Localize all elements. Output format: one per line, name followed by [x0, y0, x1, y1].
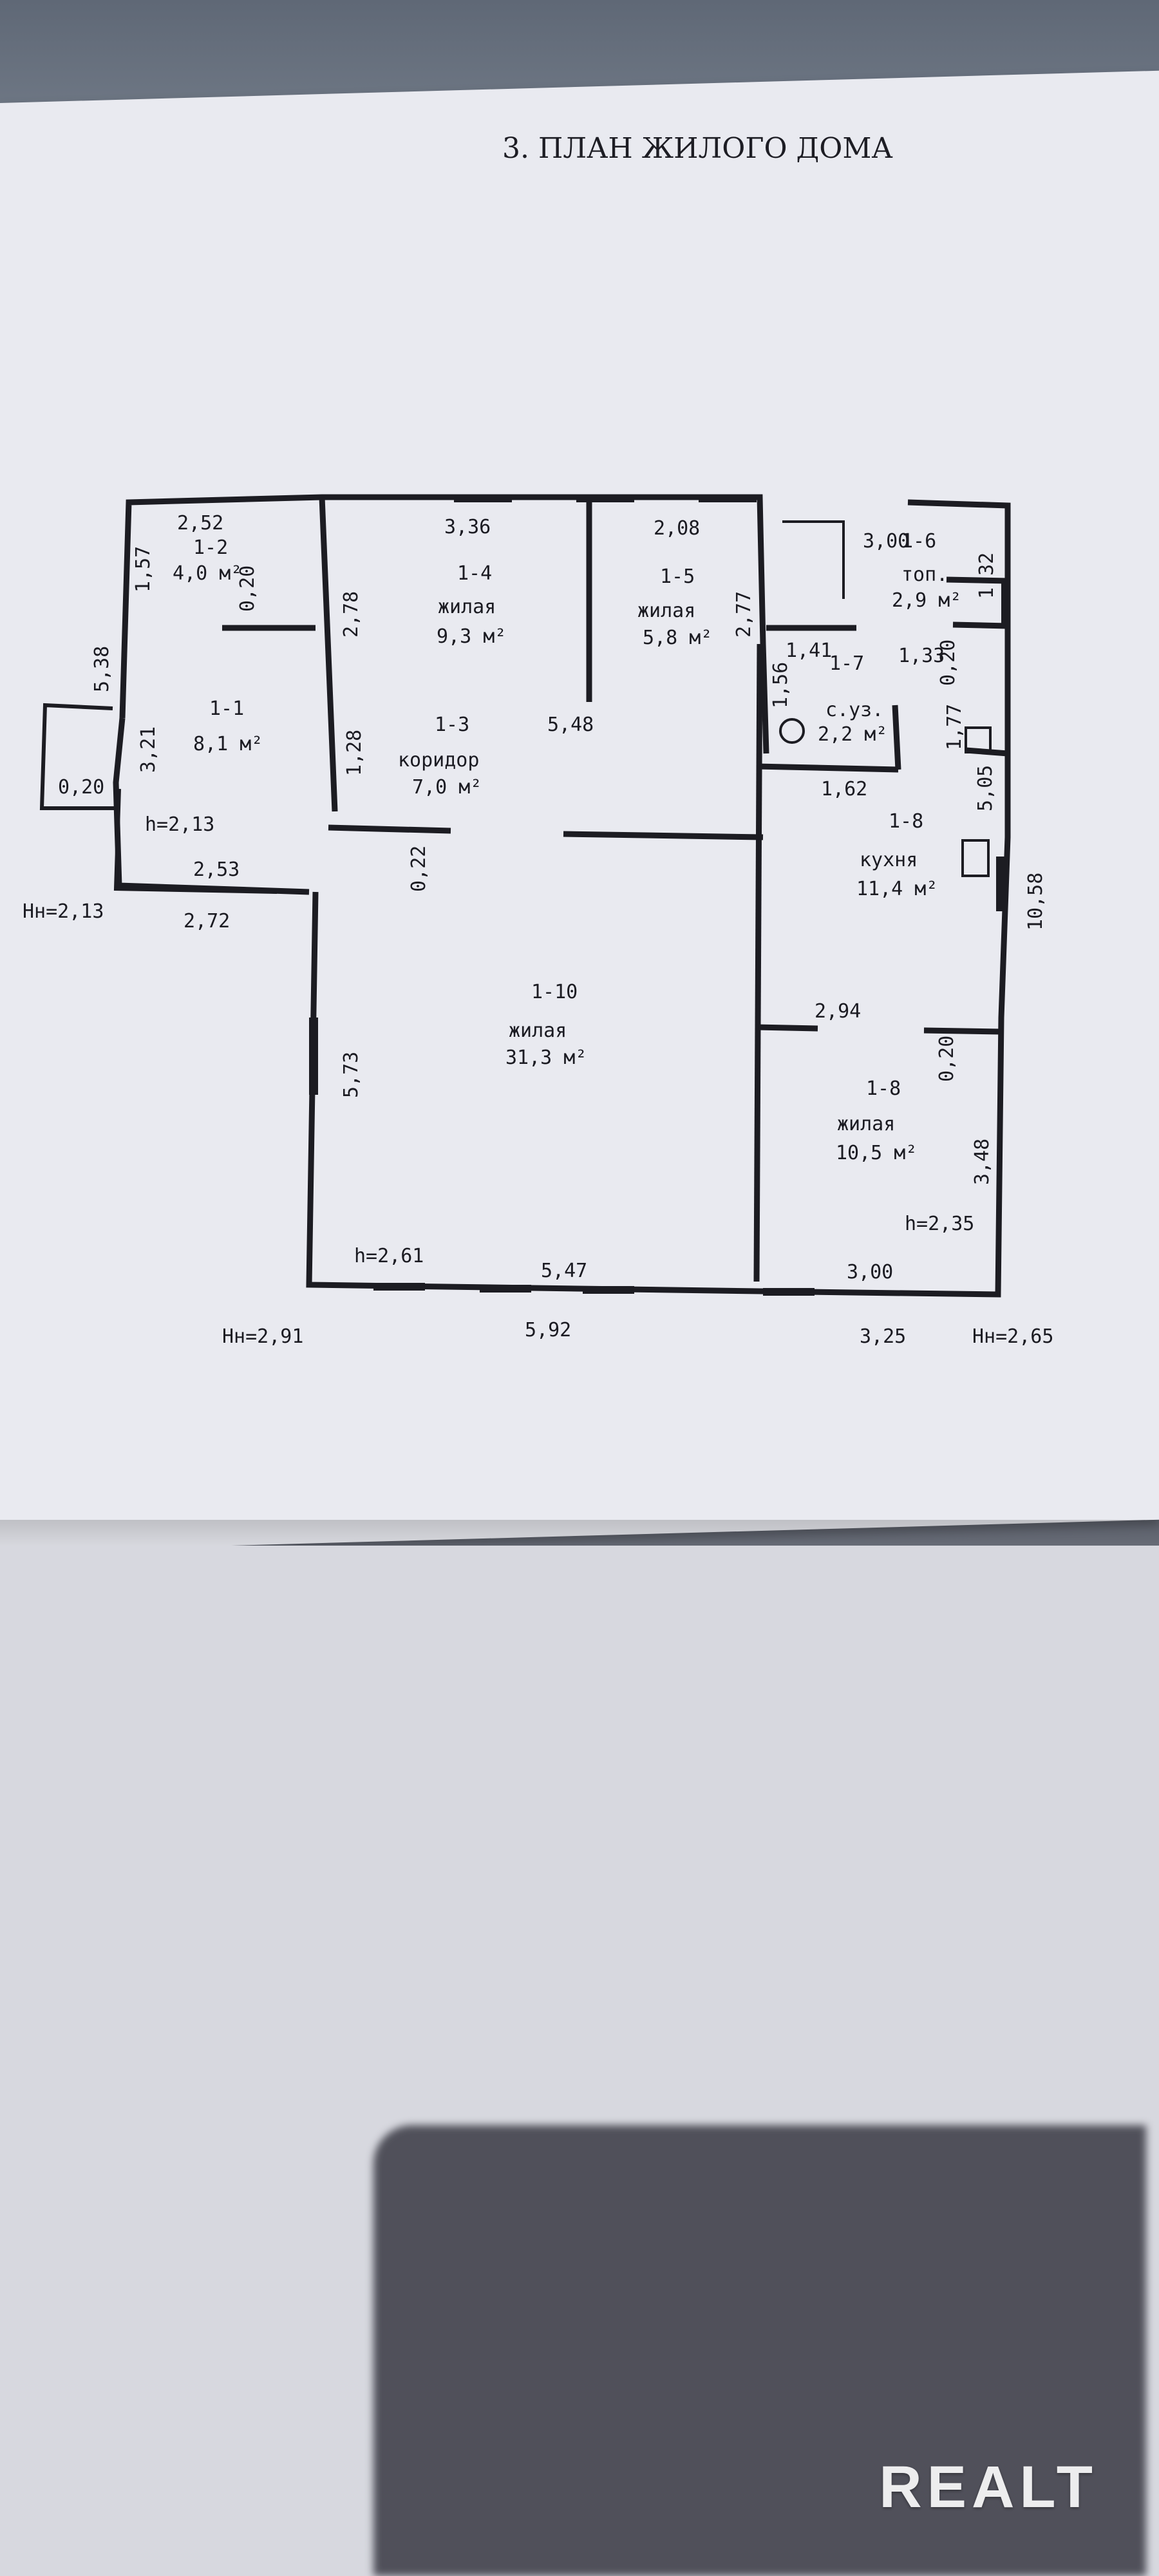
dim-3-00-b: 3,00 [847, 1261, 893, 1283]
room-1-6-area: 2,9 м² [892, 589, 961, 612]
dim-0-20-b: 0,20 [937, 639, 959, 686]
room-1-8-id: 1-8 [889, 810, 923, 833]
dim-1-33: 1,33 [898, 645, 945, 667]
dim-0-22: 0,22 [408, 846, 430, 892]
room-1-6-id: 1-6 [901, 530, 936, 553]
dim-3-36: 3,36 [444, 516, 491, 538]
room-1-10-type: жилая [509, 1019, 567, 1042]
room-1-2-area: 4,0 м² [173, 562, 242, 585]
room-1-8b-area: 10,5 м² [836, 1142, 917, 1164]
dim-5-38: 5,38 [91, 646, 113, 692]
dim-2-94: 2,94 [815, 1000, 861, 1023]
room-1-2-id: 1-2 [193, 536, 228, 559]
dim-5-92: 5,92 [525, 1319, 571, 1341]
hand-shadow [373, 2125, 1146, 2576]
room-1-3-id: 1-3 [435, 714, 469, 736]
room-1-1-area: 8,1 м² [193, 733, 263, 755]
dim-5-48: 5,48 [547, 714, 594, 736]
room-1-5-type: жилая [637, 600, 695, 622]
room-1-4-id: 1-4 [457, 562, 492, 585]
height-hn-2-65: Hн=2,65 [972, 1325, 1053, 1348]
dim-2-77: 2,77 [733, 591, 755, 638]
room-1-8-type: кухня [860, 849, 918, 871]
room-1-8b-type: жилая [837, 1113, 895, 1135]
dim-3-25: 3,25 [860, 1325, 906, 1348]
realt-watermark: REALT [879, 2454, 1098, 2520]
dim-5-05: 5,05 [974, 765, 997, 811]
dim-3-00: 3,00 [863, 530, 909, 553]
room-1-7-type: с.уз. [825, 699, 883, 721]
dim-2-53: 2,53 [193, 858, 240, 881]
dim-1-32: 1,32 [975, 553, 998, 599]
plan-windows [309, 495, 1010, 1296]
height-h-2-35: h=2,35 [905, 1213, 974, 1235]
room-1-6-type: топ. [901, 564, 948, 586]
dim-0-20-a: 0,20 [236, 565, 259, 612]
dim-5-47: 5,47 [541, 1260, 587, 1282]
dim-1-28: 1,28 [343, 730, 366, 776]
room-1-7-area: 2,2 м² [818, 723, 887, 746]
room-1-10-id: 1-10 [531, 981, 578, 1003]
dim-0-20-d: 0,20 [936, 1036, 958, 1082]
page-title: 3. ПЛАН ЖИЛОГО ДОМА [502, 132, 893, 165]
dim-1-41: 1,41 [786, 639, 832, 662]
dim-2-78: 2,78 [340, 591, 363, 638]
height-hn-2-13: Hн=2,13 [23, 900, 104, 923]
height-hn-2-91: Hн=2,91 [222, 1325, 303, 1348]
dim-2-72: 2,72 [184, 910, 230, 933]
room-1-5-id: 1-5 [660, 565, 695, 588]
dim-1-77: 1,77 [943, 704, 966, 750]
dim-1-56: 1,56 [769, 662, 792, 708]
dim-2-52: 2,52 [177, 512, 223, 535]
dim-1-62: 1,62 [821, 778, 867, 800]
room-1-8b-id: 1-8 [866, 1077, 901, 1100]
plan-porch [39, 703, 278, 894]
room-1-4-area: 9,3 м² [437, 625, 506, 648]
room-1-8-area: 11,4 м² [856, 878, 938, 900]
room-1-1-id: 1-1 [209, 697, 244, 720]
room-1-5-area: 5,8 м² [643, 627, 712, 649]
room-1-3-type: коридор [398, 749, 479, 772]
room-1-10-area: 31,3 м² [505, 1046, 587, 1069]
room-1-3-area: 7,0 м² [412, 776, 482, 799]
dim-3-21: 3,21 [137, 726, 160, 773]
height-h-2-13: h=2,13 [145, 813, 214, 836]
dim-2-08: 2,08 [654, 517, 700, 540]
height-h-2-61: h=2,61 [354, 1245, 424, 1267]
dim-1-57: 1,57 [132, 546, 155, 592]
dim-0-20-c: 0,20 [58, 776, 104, 799]
dim-10-58: 10,58 [1024, 873, 1047, 931]
room-1-4-type: жилая [438, 596, 496, 618]
dim-5-73: 5,73 [340, 1052, 363, 1098]
room-1-7-id: 1-7 [829, 652, 864, 675]
plan-fixtures [779, 520, 992, 877]
dim-3-48: 3,48 [971, 1139, 994, 1185]
